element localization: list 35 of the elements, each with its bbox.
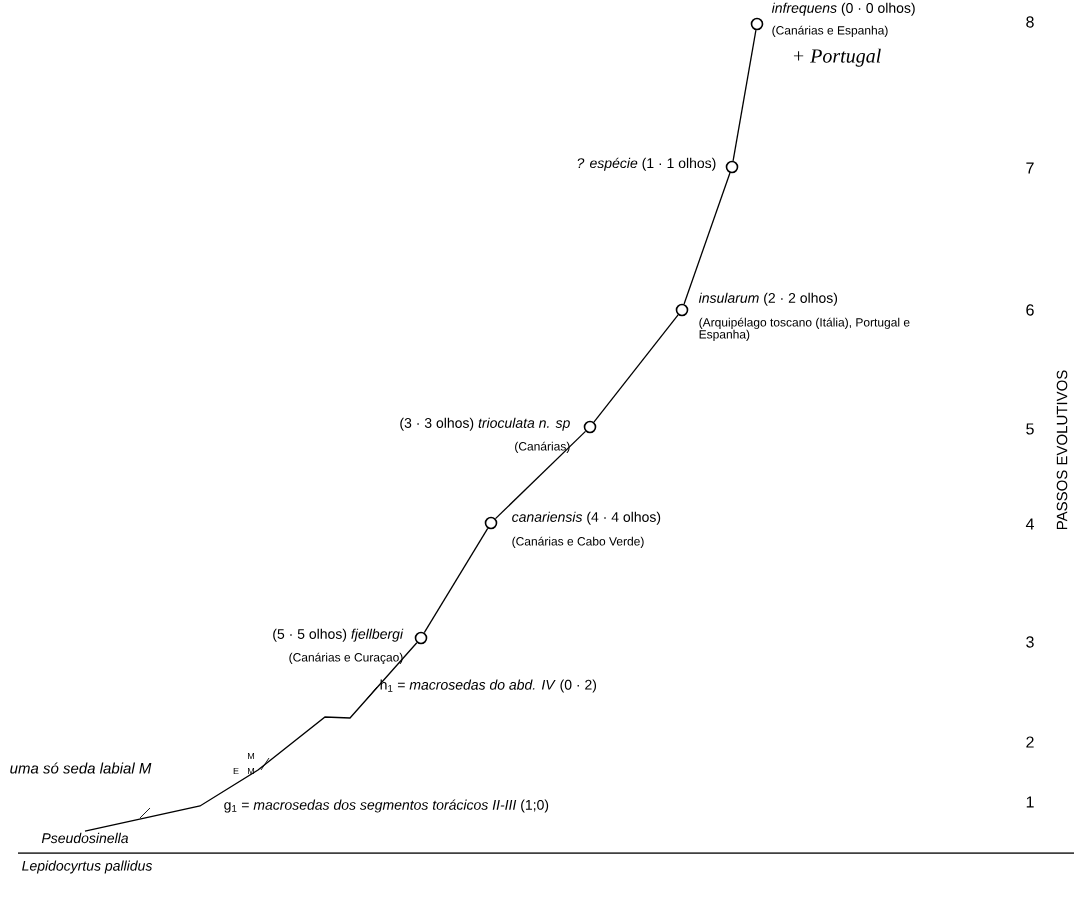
step-number: 1	[1026, 796, 1034, 808]
species-label: canariensis (4 · 4 olhos)	[512, 511, 661, 525]
step-number: 8	[1026, 16, 1034, 28]
step-number: 4	[1025, 518, 1034, 530]
distribution-label: (Canárias e Curaçao)	[289, 652, 403, 664]
lineage-line	[593, 314, 679, 423]
step-number: 6	[1026, 304, 1034, 316]
character-label: Lepidocyrtus pallidus	[22, 860, 153, 874]
character-label: uma só seda labial M	[10, 762, 152, 774]
distribution-label: (Canárias)	[515, 441, 570, 453]
species-label: infrequens (0 · 0 olhos)	[771, 2, 915, 16]
lineage-line	[84, 642, 418, 832]
distribution-label: (Arquipélago toscano (Itália), Portugal e Espanha)	[699, 317, 910, 341]
symbol-label: M	[248, 767, 254, 775]
character-label: g$_{1}$ = macrosedas dos segmentos torácicos II-III (1;0)	[224, 799, 549, 813]
character-label: h$_{1}$ = macrosedas do abd. IV (0 · 2)	[380, 679, 597, 693]
step-number: 3	[1026, 636, 1034, 648]
step-number: 5	[1026, 423, 1034, 435]
lineage-line	[683, 172, 731, 305]
handwritten-note: + Portugal	[793, 48, 881, 67]
lineage-line	[494, 430, 587, 520]
taxon-label: Pseudosinella	[41, 832, 129, 844]
lineage-line	[732, 29, 757, 162]
symbol-label: M	[248, 752, 254, 760]
symbol-label: E	[233, 767, 239, 775]
step-number: 2	[1026, 736, 1034, 748]
species-label: insularum (2 · 2 olhos)	[698, 292, 838, 306]
step-number: 7	[1026, 162, 1034, 174]
species-label: (5 · 5 olhos) fjellbergi	[273, 628, 404, 642]
lineage-line	[423, 527, 489, 634]
axis-title: PASSOS EVOLUTIVOS	[1056, 370, 1068, 530]
species-label: (3 · 3 olhos) trioculata n. sp	[400, 417, 570, 431]
distribution-label: (Canárias e Cabo Verde)	[512, 536, 644, 548]
distribution-label: (Canárias e Espanha)	[772, 25, 888, 37]
species-label: ? espécie (1 · 1 olhos)	[577, 157, 716, 171]
